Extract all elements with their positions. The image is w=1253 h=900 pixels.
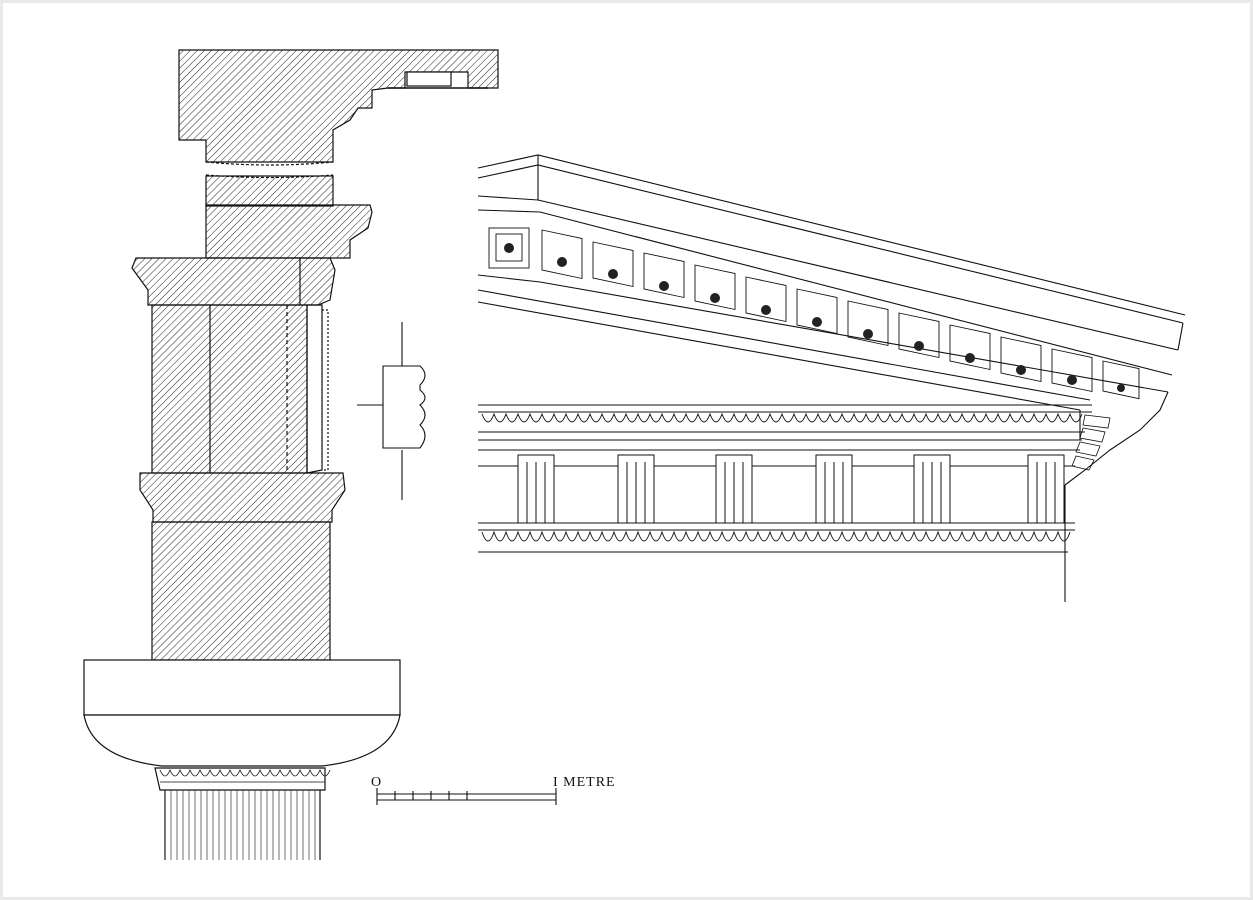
- scale-start-label: O: [371, 775, 382, 790]
- scale-bar: [376, 788, 557, 805]
- architectural-drawing: O I METRE: [83, 49, 1186, 860]
- egg-and-dart-upper: [481, 412, 1083, 423]
- upper-moulding: [205, 204, 373, 259]
- cornice-slot: [406, 71, 452, 87]
- leaf-band-lower: [481, 530, 1071, 542]
- abacus-band: [139, 472, 346, 523]
- frieze-band: [205, 175, 334, 207]
- drawing-sheet: O I METRE: [3, 3, 1250, 897]
- leaf-ornament: [159, 768, 331, 783]
- scale-end-label: I METRE: [553, 775, 616, 790]
- fluted-shaft: [165, 790, 320, 860]
- coffers: [488, 227, 1140, 400]
- moulding-profile: [357, 322, 426, 500]
- necking-ornament: [154, 767, 326, 791]
- architrave-body: [151, 304, 308, 474]
- column-section: [83, 49, 499, 860]
- cornice-block: [178, 49, 499, 163]
- triglyphs: [517, 454, 1065, 524]
- coffer-rosettes: [504, 243, 1125, 392]
- corner-dentils: [1071, 414, 1111, 471]
- abacus: [83, 659, 401, 716]
- architrave-crown: [131, 257, 336, 306]
- lower-block: [151, 521, 331, 661]
- echinus: [83, 714, 401, 767]
- pediment-perspective: [477, 154, 1186, 602]
